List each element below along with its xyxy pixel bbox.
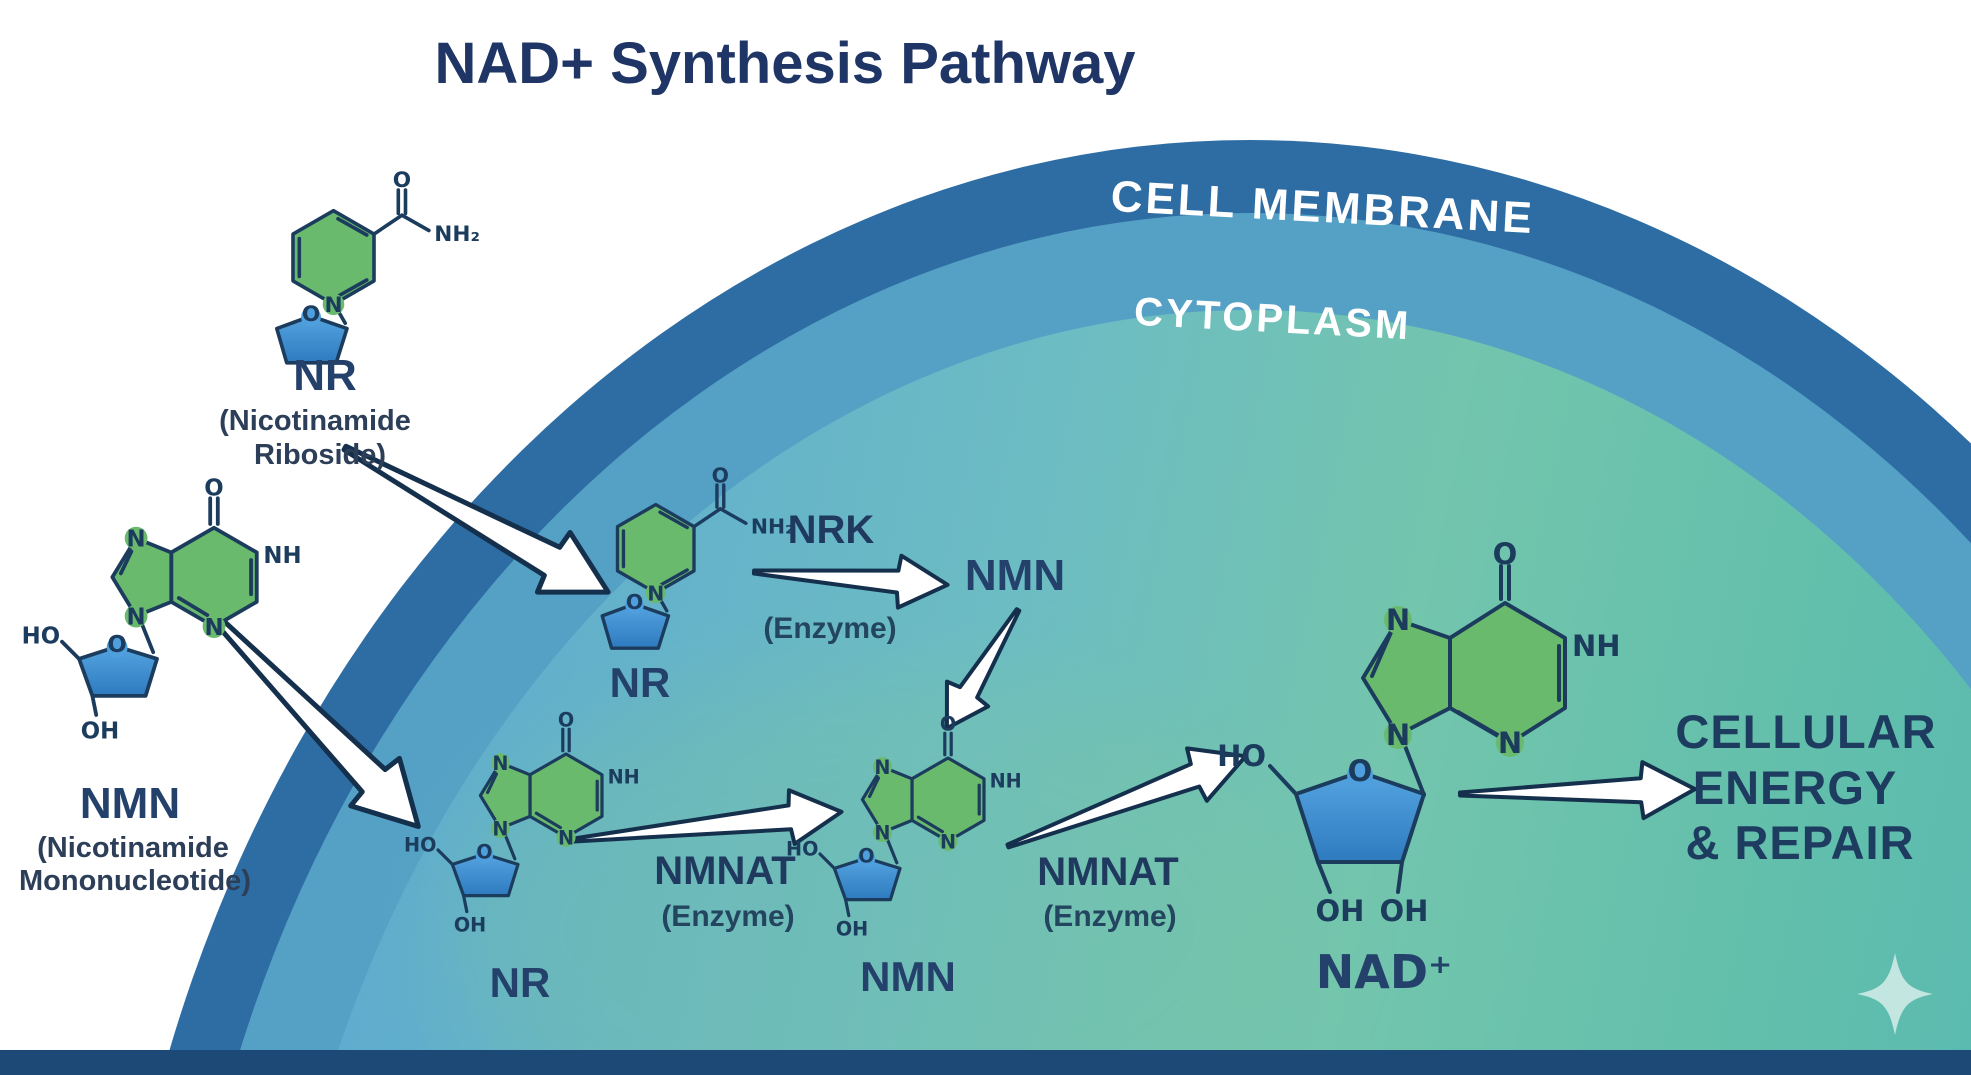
nmn-bottom-label: NMN	[860, 953, 956, 1000]
outcome-line-1: CELLULAR	[1675, 705, 1936, 758]
nr-molecule-outside	[274, 166, 482, 365]
nrk-enzyme-tag: (Enzyme)	[763, 612, 896, 645]
atom-label-oh: OH	[1316, 894, 1365, 928]
nmn-outside-name-1: (Nicotinamide	[37, 832, 229, 864]
nad-label: NAD⁺	[1316, 945, 1453, 999]
outcome-line-3: & REPAIR	[1685, 816, 1914, 869]
ribose-ring	[1294, 770, 1426, 864]
nmn-top-label: NMN	[965, 551, 1065, 600]
arrow-nmn-down	[944, 607, 1022, 731]
arrow-nrk-reaction	[751, 553, 950, 610]
arrow-nmnat1-reaction	[571, 788, 844, 846]
atom-label-n: N	[1498, 726, 1522, 760]
nr-outside-name-1: (Nicotinamide	[219, 405, 411, 437]
atom-label-o: O	[1493, 537, 1518, 571]
sparkle-icon	[1857, 953, 1933, 1035]
arrow-nmnat2-reaction	[1005, 746, 1248, 850]
outcome-line-2: ENERGY	[1693, 761, 1898, 814]
nmnat2-enzyme-tag: (Enzyme)	[1043, 900, 1176, 933]
outcome-text: CELLULAR ENERGY & REPAIR	[1675, 705, 1936, 869]
atom-label-o: O	[1348, 754, 1373, 788]
atom-label-nh: NH	[1572, 629, 1621, 663]
nmnat1-enzyme-tag: (Enzyme)	[661, 900, 794, 933]
atom-label-n: N	[1386, 718, 1410, 752]
nad-bonds	[1268, 564, 1561, 894]
nr-bottom-label: NR	[490, 959, 551, 1006]
nr-outside-name-2: Riboside)	[254, 439, 386, 471]
nr-inside-label: NR	[610, 659, 671, 706]
nr-outside-abbr: NR	[293, 351, 357, 400]
nmn-outside-name-2: Mononucleotide)	[19, 865, 251, 897]
nad-molecule: O NH N N N O HO OH OH	[1217, 537, 1620, 928]
nrk-enzyme-name: NRK	[788, 508, 875, 552]
arrow-nmn-entry	[194, 596, 421, 830]
bottom-membrane-bar	[0, 1050, 1971, 1075]
nmnat2-enzyme-name: NMNAT	[1037, 850, 1178, 894]
arrow-nad-to-outcome	[1457, 760, 1697, 821]
nmnat1-enzyme-name: NMNAT	[654, 849, 795, 893]
atom-label-ho: HO	[1217, 739, 1266, 773]
atom-label-oh: OH	[1380, 894, 1429, 928]
atom-label-n: N	[1386, 603, 1410, 637]
nmn-outside-abbr: NMN	[80, 779, 180, 828]
nmn-molecule-outside	[19, 473, 304, 747]
page-title: NAD+ Synthesis Pathway	[434, 31, 1135, 96]
arrow-nr-entry	[341, 443, 611, 595]
